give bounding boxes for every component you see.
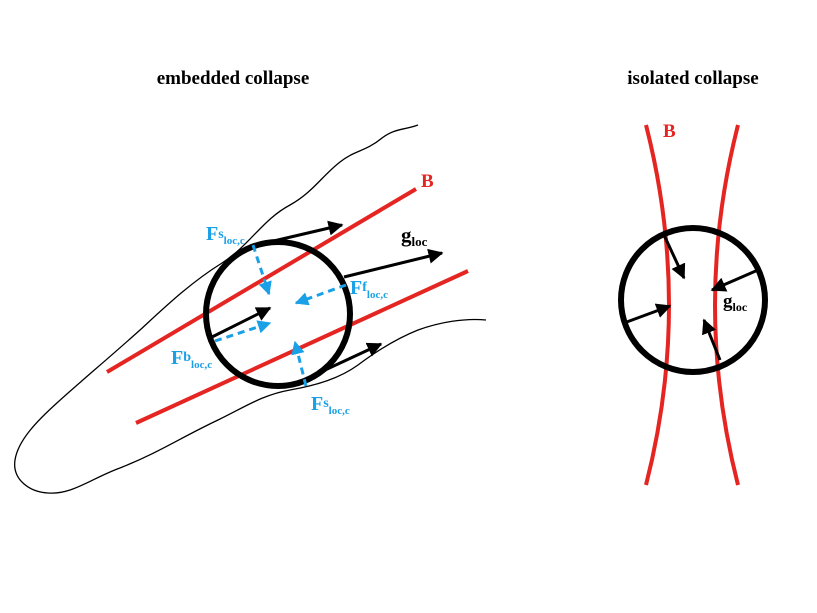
gravity-arrow-bottom xyxy=(309,342,383,379)
cloud-outline-upper xyxy=(14,124,419,494)
label-fs-bottom: Fsloc,c xyxy=(311,393,350,417)
gravity-arrow-right-top xyxy=(662,234,686,280)
force-arrow-fs-top xyxy=(251,244,272,296)
gravity-arrow-inner xyxy=(211,306,272,339)
label-fb: Fbloc,c xyxy=(171,347,212,371)
field-line-right-hourglass xyxy=(713,124,740,486)
gravity-arrow-right-left xyxy=(623,303,672,325)
gravity-arrow-right-side xyxy=(710,268,759,292)
field-line-upper xyxy=(105,187,418,374)
core-circle-embedded xyxy=(203,239,353,389)
label-g-loc: gloc xyxy=(401,223,428,249)
core-circle-isolated xyxy=(618,225,768,375)
gravity-arrow-top xyxy=(264,220,344,245)
title-isolated-collapse: isolated collapse xyxy=(627,68,758,89)
force-arrow-ff xyxy=(294,283,347,306)
label-fs-top: Fsloc,c xyxy=(206,223,245,247)
title-embedded-collapse: embedded collapse xyxy=(157,68,310,89)
label-b-embedded: B xyxy=(421,171,434,192)
force-arrow-fb xyxy=(214,320,272,343)
force-arrow-fs-bottom xyxy=(291,340,308,387)
label-g-loc-isolated: gloc xyxy=(723,291,748,314)
label-ff: Ffloc,c xyxy=(350,277,388,301)
gravity-arrow-right xyxy=(343,248,444,279)
cloud-outline-lower xyxy=(119,318,487,469)
label-b-isolated: B xyxy=(663,121,676,142)
gravity-arrow-right-bottom xyxy=(702,318,722,361)
field-line-lower xyxy=(135,269,469,425)
field-line-left-hourglass xyxy=(644,124,671,486)
